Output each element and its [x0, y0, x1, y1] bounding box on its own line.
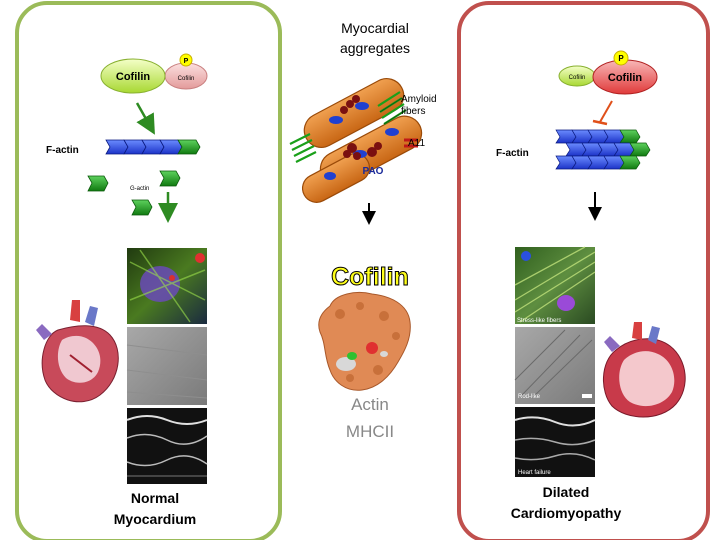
normal-micrograph-tem: [126, 327, 208, 405]
cofilin-title: Cofilin: [331, 263, 409, 291]
heart-failure-label: Heart failure: [518, 470, 551, 476]
gactin-monomer: [87, 175, 109, 192]
mhcii-label: MHCII: [346, 422, 394, 441]
right-panel: Cofilin Cofilin P F-actin: [457, 1, 710, 540]
factin-filament: [105, 139, 201, 155]
gactin-monomer: [131, 199, 153, 216]
factin-label: F-actin: [46, 145, 79, 156]
cofilin-small-label: Cofilin: [178, 76, 195, 82]
left-panel-border: [15, 1, 282, 540]
cofilin-ball: [100, 58, 166, 94]
normal-micrograph-fluorescence: [127, 248, 207, 324]
dilated-heart-illustration: [602, 322, 686, 418]
right-panel-border: [457, 1, 710, 540]
rod-like-label: Rod-like: [518, 394, 541, 400]
pao-label: PAO: [363, 166, 384, 177]
dcm-title-line1: Dilated: [543, 484, 590, 500]
center-panel: Myocardial aggregates Amyloid: [289, 20, 437, 441]
factin-bundle: [555, 129, 651, 170]
cofilin-label: Cofilin: [608, 72, 642, 84]
aggregates-title-line1: Myocardial: [341, 20, 409, 36]
normal-title-line2: Myocardium: [114, 511, 196, 527]
activation-arrow: [135, 102, 155, 135]
gactin-label: G-actin: [130, 186, 149, 192]
stress-fibers-label: Stress-like fibers: [517, 318, 561, 324]
phosphate-label: P: [618, 54, 624, 63]
actin-label: Actin: [351, 395, 389, 414]
gactin-monomer: [159, 170, 181, 187]
aggregates-title-line2: aggregates: [340, 40, 410, 56]
dcm-micrograph-tem: Rod-like: [514, 327, 595, 404]
dcm-title-line2: Cardiomyopathy: [511, 505, 622, 521]
dcm-micrograph-fluorescence: Stress-like fibers: [514, 246, 596, 324]
normal-title-line1: Normal: [131, 490, 179, 506]
cofilin-protein-structure: [318, 292, 411, 391]
normal-micrograph-echo: [126, 408, 208, 484]
a11-label: A11: [408, 138, 425, 149]
cofilin-label: Cofilin: [116, 71, 150, 83]
amyloid-label-line2: fibers: [401, 106, 425, 117]
left-panel: Cofilin Cofilin P F-actin G-actin: [15, 1, 282, 540]
phosphate-badge: [179, 53, 193, 67]
normal-heart-illustration: [36, 300, 119, 403]
factin-label: F-actin: [496, 148, 529, 159]
myocardial-aggregates: [289, 78, 423, 203]
phosphate-label: P: [184, 58, 189, 65]
inhibition-line: [599, 100, 613, 123]
dcm-micrograph-echo: Heart failure: [514, 407, 596, 477]
inhibition-bar: [592, 119, 608, 126]
amyloid-label-line1: Amyloid: [401, 94, 437, 105]
cofilin-small-label: Cofilin: [569, 75, 586, 81]
phosphate-badge: [613, 50, 629, 66]
